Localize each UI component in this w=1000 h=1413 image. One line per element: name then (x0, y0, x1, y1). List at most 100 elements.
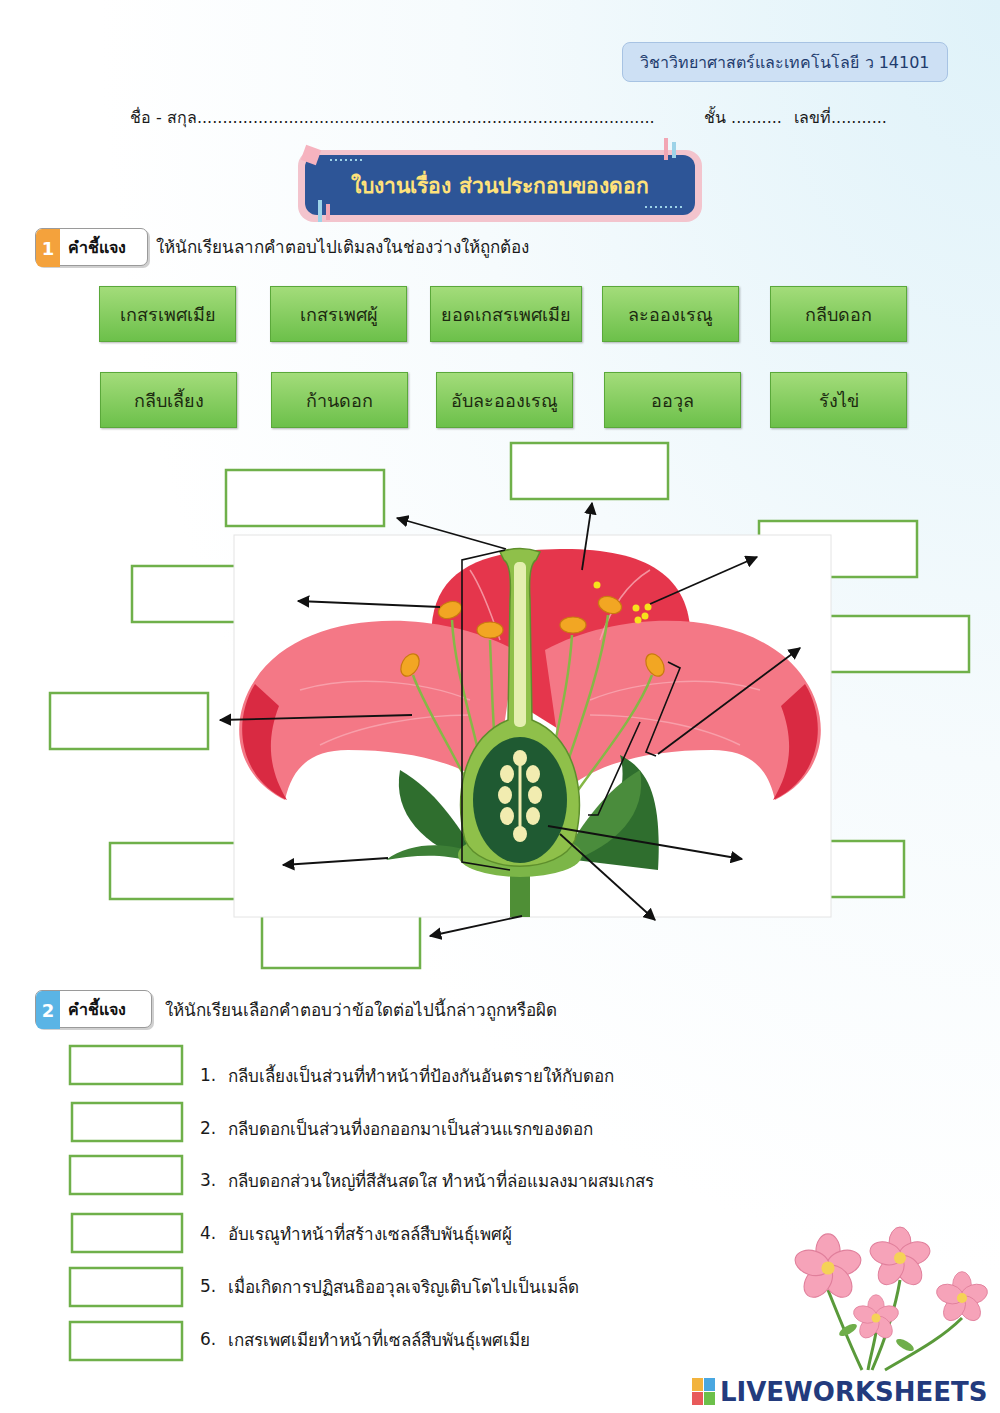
picture-frame (234, 535, 831, 917)
bracket (588, 722, 640, 815)
watermark: LIVEWORKSHEETS (720, 1377, 988, 1407)
title-banner (301, 145, 322, 166)
flower-decoration (792, 1234, 864, 1303)
watermark-icon (704, 1392, 715, 1405)
answer-box (70, 1268, 182, 1306)
statement-text: เมื่อเกิดการปฏิสนธิออวุลเจริญเติบโตไปเป็… (228, 1273, 579, 1300)
answer-box (226, 470, 384, 526)
node-text: คำชี้แจง (68, 997, 126, 1022)
node-text: ออวุล (651, 386, 694, 415)
leader-arrow (283, 858, 388, 865)
item-number: 2. (200, 1118, 216, 1138)
section-number: 2 (36, 991, 60, 1029)
answer-chip: ละอองเรณู (602, 286, 739, 342)
answer-box (70, 1046, 182, 1084)
anther (397, 651, 423, 680)
answer-chip: กลีบเลี้ยง (100, 372, 237, 428)
answer-chip: ยอดเกสรเพศเมีย (430, 286, 582, 342)
answer-chip: เกสรเพศเมีย (99, 286, 236, 342)
bracket (462, 550, 680, 870)
item-number: 6. (200, 1329, 216, 1349)
answer-box (72, 1214, 182, 1252)
ovule (513, 826, 527, 842)
leader-arrow (650, 557, 757, 604)
petal-vein (300, 681, 470, 700)
flower-decoration (867, 1227, 933, 1290)
title-banner (330, 159, 365, 161)
ovule (500, 765, 514, 783)
node-text: 1 (42, 238, 55, 259)
statement-text: อับเรณูทำหน้าที่สร้างเซลล์สืบพันธุ์เพศผู… (228, 1220, 512, 1247)
answer-box (70, 1156, 182, 1194)
subject-badge: วิชาวิทยาศาสตร์และเทคโนโลยี ว 14101 (622, 42, 948, 82)
pollen (594, 582, 601, 589)
flower-decoration (792, 1227, 990, 1370)
leader-arrow (560, 834, 655, 920)
title-banner (298, 138, 702, 222)
answer-chip: รังไข่ (770, 372, 907, 428)
ovule (500, 807, 514, 825)
flower-decoration (837, 1322, 858, 1339)
leader-arrow (397, 518, 506, 549)
ovule (526, 765, 540, 783)
pollen (633, 605, 640, 612)
flower-decoration (934, 1272, 990, 1325)
answer-chip: อับละอองเรณู (436, 372, 573, 428)
petal-vein (590, 715, 740, 745)
leader-arrow (220, 503, 800, 936)
watermark-icon (692, 1392, 703, 1405)
pollen (642, 613, 649, 620)
petal (545, 621, 821, 800)
statement-text: เกสรเพศเมียทำหน้าที่เซลล์สืบพันธุ์เพศเมี… (228, 1326, 530, 1353)
title-banner (318, 200, 322, 222)
answer-chip: ออวุล (604, 372, 741, 428)
ovule (528, 786, 542, 804)
node-text: ก้านดอก (306, 386, 373, 415)
leader-arrow (548, 826, 742, 859)
node-text: กลีบเลี้ยง (134, 386, 204, 415)
flower-decoration (885, 1318, 962, 1370)
node-text: อับละอองเรณู (451, 386, 558, 415)
node-text: กลีบดอก (805, 300, 872, 329)
pistil (461, 549, 580, 867)
anther (596, 593, 624, 616)
node-text: คำชี้แจง (68, 235, 126, 260)
answer-box (70, 1322, 182, 1360)
title-banner (298, 150, 702, 222)
answer-box (72, 1103, 182, 1141)
item-number: 4. (200, 1223, 216, 1243)
answer-box (50, 443, 969, 1360)
node-text: รังไข่ (819, 386, 859, 415)
leader-arrow (220, 715, 412, 720)
node-text: 2 (42, 1000, 55, 1021)
worksheet-title: ใบงานเรื่อง ส่วนประกอบของดอก (305, 155, 695, 215)
petal (242, 684, 287, 800)
statement-text: กลีบเลี้ยงเป็นส่วนที่ทำหน้าที่ป้องกันอัน… (228, 1062, 614, 1089)
leader-arrow (430, 916, 522, 936)
anther (436, 598, 464, 621)
name-field: ชั้น .......... (704, 105, 782, 130)
flower-decoration (851, 1295, 900, 1342)
bracket (462, 550, 510, 870)
flower-decoration (894, 1337, 915, 1354)
title-banner (305, 155, 695, 215)
leader-arrow (658, 648, 800, 754)
watermark-icon (704, 1378, 715, 1391)
statement-text: กลีบดอกเป็นส่วนที่งอกออกมาเป็นส่วนแรกของ… (228, 1115, 593, 1142)
statement-text: กลีบดอกส่วนใหญ่ที่สีสันสดใส ทำหน้าที่ล่อ… (228, 1167, 654, 1194)
petal (773, 684, 818, 800)
anther (642, 651, 668, 680)
instruction-text: ให้นักเรียนลากคำตอบไปเติมลงในช่องว่างให้… (156, 233, 529, 260)
instruction-text: ให้นักเรียนเลือกคำตอบว่าข้อใดต่อไปนี้กล่… (165, 996, 557, 1023)
name-field: เลขที่........... (794, 105, 887, 130)
instruction-tab: คำชี้แจง 2 (35, 990, 152, 1028)
answer-chip: กลีบดอก (770, 286, 907, 342)
title-text: ใบงานเรื่อง ส่วนประกอบของดอก (351, 169, 648, 202)
section-number: 1 (36, 229, 60, 267)
anther (560, 617, 586, 633)
title-banner (326, 204, 330, 220)
answer-box (50, 693, 208, 749)
pollen (594, 582, 652, 624)
petal-vein (320, 715, 470, 745)
